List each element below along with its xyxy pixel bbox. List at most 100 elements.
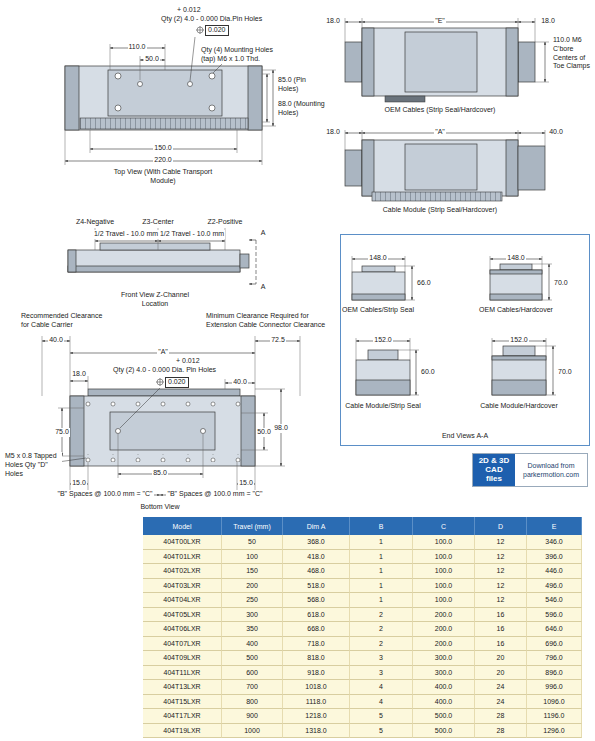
dimension-label: Z2-Positive bbox=[206, 218, 243, 227]
table-cell: 1196.0 bbox=[527, 709, 582, 724]
table-text: 12 bbox=[497, 553, 505, 560]
table-cell: 900 bbox=[222, 709, 283, 724]
table-cell: 546.0 bbox=[527, 593, 582, 608]
table-text: 500 bbox=[246, 654, 258, 661]
table-cell: 100.0 bbox=[413, 564, 475, 579]
table-text: 300.0 bbox=[435, 654, 453, 661]
dimension-label: 60.0 bbox=[420, 368, 436, 377]
table-text: 600 bbox=[246, 669, 258, 676]
table-text: 446.0 bbox=[545, 567, 563, 574]
top-view-dimensions bbox=[140, 56, 141, 80]
end-view-dimensions bbox=[542, 300, 552, 301]
front-view-dimensions bbox=[256, 240, 257, 284]
table-text: 596.0 bbox=[545, 611, 563, 618]
table-cell: 404T13LXR bbox=[143, 680, 222, 695]
dimension-label: "E" bbox=[434, 17, 446, 26]
table-cell: 12 bbox=[475, 550, 527, 565]
table-text: 12 bbox=[497, 596, 505, 603]
dimension-label: 18.0 bbox=[325, 128, 341, 137]
table-cell: 1 bbox=[350, 579, 413, 594]
table-text: 404T09LXR bbox=[163, 654, 200, 661]
table-cell: 24 bbox=[475, 680, 527, 695]
table-cell: 368.0 bbox=[283, 535, 350, 550]
table-text: 546.0 bbox=[545, 596, 563, 603]
dimension-label: 150.0 bbox=[153, 144, 173, 153]
dimension-label: 110.0 bbox=[128, 43, 147, 52]
table-cell: 200 bbox=[222, 579, 283, 594]
table-text: 346.0 bbox=[545, 538, 563, 545]
table-cell: 1 bbox=[350, 593, 413, 608]
table-cell: 646.0 bbox=[527, 622, 582, 637]
table-text: 404T00LXR bbox=[163, 538, 200, 545]
table-cell: 418.0 bbox=[283, 550, 350, 565]
table-cell: 500 bbox=[222, 651, 283, 666]
top-view-stage bbox=[138, 82, 143, 87]
end-view-profiles bbox=[352, 294, 405, 300]
table-text: 618.0 bbox=[307, 611, 325, 618]
top-view-stage bbox=[108, 70, 222, 116]
table-cell: 2 bbox=[350, 608, 413, 623]
table-text: 1296.0 bbox=[543, 727, 564, 734]
table-text: 404T01LXR bbox=[163, 553, 200, 560]
table-text: 300.0 bbox=[435, 669, 453, 676]
table-cell: 400.0 bbox=[413, 695, 475, 710]
table-text: 918.0 bbox=[307, 669, 325, 676]
table-cell: 404T19LXR bbox=[143, 724, 222, 739]
dimension-label: OEM Cables (Strip Seal/Hardcover) bbox=[384, 106, 497, 115]
front-view-stage bbox=[68, 250, 240, 272]
table-cell: 28 bbox=[475, 709, 527, 724]
bottom-view-stage bbox=[70, 396, 255, 466]
dimension-label: M5 x 0.8 Tapped Holes Qty "D" Holes bbox=[4, 452, 62, 478]
table-text: 16 bbox=[497, 611, 505, 618]
table-cell: 24 bbox=[475, 695, 527, 710]
table-text: 5 bbox=[379, 727, 383, 734]
cable-module-stage bbox=[506, 140, 518, 196]
dimension-label: 50.0 bbox=[144, 55, 160, 64]
bottom-view-dimensions bbox=[255, 336, 256, 396]
table-cell: 16 bbox=[475, 608, 527, 623]
cable-module-stage bbox=[362, 140, 374, 196]
table-cell: 600 bbox=[222, 666, 283, 681]
oem-cables-stage bbox=[362, 28, 374, 96]
table-cell: 200.0 bbox=[413, 608, 475, 623]
bottom-view-dimensions bbox=[42, 336, 43, 396]
table-cell: 1 bbox=[350, 535, 413, 550]
table-cell: 404T17LXR bbox=[143, 709, 222, 724]
end-view-dimensions bbox=[405, 256, 406, 272]
tolerance-frame: 0.020 bbox=[205, 25, 229, 36]
table-cell: 300.0 bbox=[413, 651, 475, 666]
table-text: 1 bbox=[379, 553, 383, 560]
table-text: 1196.0 bbox=[544, 712, 565, 719]
cad-download-badge: 2D & 3D CAD filesDownload from parkermot… bbox=[472, 453, 588, 487]
table-cell: 404T05LXR bbox=[143, 608, 222, 623]
table-cell: 20 bbox=[475, 666, 527, 681]
end-view-dimensions bbox=[412, 266, 413, 300]
top-view-dimensions bbox=[262, 70, 276, 71]
dimension-label: "B" Spaces @ 100.0 mm = "C" bbox=[56, 490, 153, 499]
dimension-label: OEM Cables/Hardcover bbox=[478, 306, 554, 315]
oem-cables-dimensions bbox=[362, 18, 363, 28]
dimension-label: 40.0 bbox=[232, 378, 248, 387]
table-header-cell: Travel (mm) bbox=[222, 517, 283, 535]
table-text: 646.0 bbox=[545, 625, 563, 632]
table-cell: 12 bbox=[475, 579, 527, 594]
table-cell: 1296.0 bbox=[527, 724, 582, 739]
bottom-view-dimensions bbox=[88, 376, 89, 389]
dimension-label: Recommended Clearance for Cable Carrier bbox=[20, 312, 112, 330]
bottom-view-stage bbox=[70, 389, 255, 466]
table-cell: 1218.0 bbox=[283, 709, 350, 724]
end-view-dimensions bbox=[352, 256, 556, 395]
table-text: 3 bbox=[379, 669, 383, 676]
dimension-label: 15.0 bbox=[238, 479, 254, 488]
bottom-view-stage bbox=[70, 396, 84, 466]
table-text: 200 bbox=[246, 582, 258, 589]
table-text: 696.0 bbox=[545, 640, 563, 647]
table-text: 900 bbox=[246, 712, 258, 719]
table-cell: 800 bbox=[222, 695, 283, 710]
table-cell: 668.0 bbox=[283, 622, 350, 637]
table-text: 396.0 bbox=[545, 553, 563, 560]
bottom-view-dimensions bbox=[255, 466, 285, 467]
dimension-label: + 0.012 bbox=[176, 6, 202, 15]
table-cell: 818.0 bbox=[283, 651, 350, 666]
table-cell: 100.0 bbox=[413, 579, 475, 594]
